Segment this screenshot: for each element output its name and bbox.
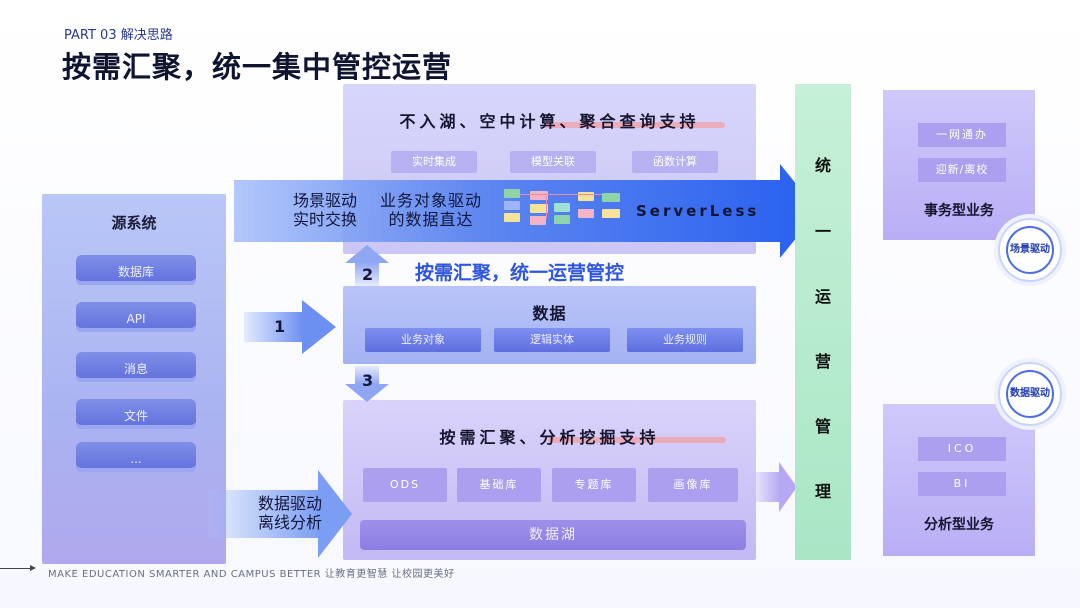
object-driven-line-1: 业务对象驱动 [379,191,482,210]
arrow-1-label: 1 [274,317,286,336]
data-driven-badge: 数据驱动 [998,362,1062,426]
model-diagram-icon [500,187,625,229]
arrow-2-label: 2 [362,265,374,284]
analysis-to-ops-arrow-head [779,462,797,512]
chip-realtime-integration: 实时集成 [391,151,477,173]
section-label: PART 03 解决思路 [64,28,173,43]
source-item-api: API [76,302,196,332]
data-driven-badge-label: 数据驱动 [1006,370,1054,418]
chip-ods: ODS [363,468,447,502]
chip-base-library: 基础库 [457,468,541,502]
ops-char-3: 运 [814,287,831,306]
ops-char-1: 统 [814,156,831,175]
arrow-3-label: 3 [362,371,374,390]
arrow-3-body [355,366,379,384]
ops-char-2: 一 [814,222,831,241]
arrow-2-body [355,262,379,286]
scene-driven-badge: 场景驱动 [998,218,1062,282]
chip-business-object: 业务对象 [365,328,481,352]
chip-profile-library: 画像库 [648,468,738,502]
source-system-title: 源系统 [111,214,157,232]
chip-model-association: 模型关联 [510,151,596,173]
offline-arrow-body [208,490,320,538]
page-title: 按需汇聚，统一集中管控运营 [62,50,453,84]
ops-char-4: 营 [814,352,831,371]
scene-driven-line-1: 场景驱动 [292,191,357,210]
title-highlight [548,437,726,443]
footer-slogan: MAKE EDUCATION SMARTER AND CAMPUS BETTER… [48,569,455,580]
chip-business-rule: 业务规则 [627,328,743,352]
transactional-business-title: 事务型业务 [924,203,994,219]
chip-topic-library: 专题库 [552,468,636,502]
footer-arrow-icon [0,565,36,571]
data-panel [343,286,756,364]
arrow-1-body [244,312,304,342]
source-item-database: 数据库 [76,255,196,285]
data-lake-bar: 数据湖 [360,520,746,550]
chip-function-compute: 函数计算 [632,151,718,173]
scene-driven-badge-label: 场景驱动 [1006,226,1054,274]
arrow-1-head [302,300,336,354]
scene-driven-label: 场景驱动 实时交换 [280,191,370,229]
chip-bi: BI [918,472,1006,496]
data-panel-title: 数据 [532,304,567,323]
offline-arrow-head [318,470,352,558]
chip-one-stop-service: 一网通办 [918,123,1006,147]
arrow-2-head [345,245,389,263]
chip-logical-entity: 逻辑实体 [494,328,610,352]
chip-enroll-leave: 迎新/离校 [918,158,1006,182]
analysis-to-ops-arrow-body [756,472,780,502]
center-caption: 按需汇聚，统一运营管控 [415,262,625,284]
offline-line-1: 数据驱动 [257,494,322,513]
chip-ico: ICO [918,437,1006,461]
offline-label: 数据驱动 离线分析 [250,494,330,532]
source-item-file: 文件 [76,399,196,429]
realtime-compute-title: 不入湖、空中计算、聚合查询支持 [399,112,700,131]
object-driven-line-2: 的数据直达 [388,210,474,229]
source-item-message: 消息 [76,352,196,382]
source-item-more: ... [76,442,196,472]
ops-char-6: 理 [814,482,831,501]
scene-driven-line-2: 实时交换 [292,210,357,229]
analytical-business-title: 分析型业务 [924,517,994,533]
title-highlight [545,122,725,128]
arrow-3-head [345,384,389,402]
analysis-panel-title: 按需汇聚、分析挖掘支持 [439,428,660,447]
offline-line-2: 离线分析 [257,513,322,532]
object-driven-label: 业务对象驱动 的数据直达 [376,191,486,229]
ops-char-5: 管 [814,417,831,436]
unified-ops-column [795,84,851,560]
serverless-label: ServerLess [636,202,760,220]
